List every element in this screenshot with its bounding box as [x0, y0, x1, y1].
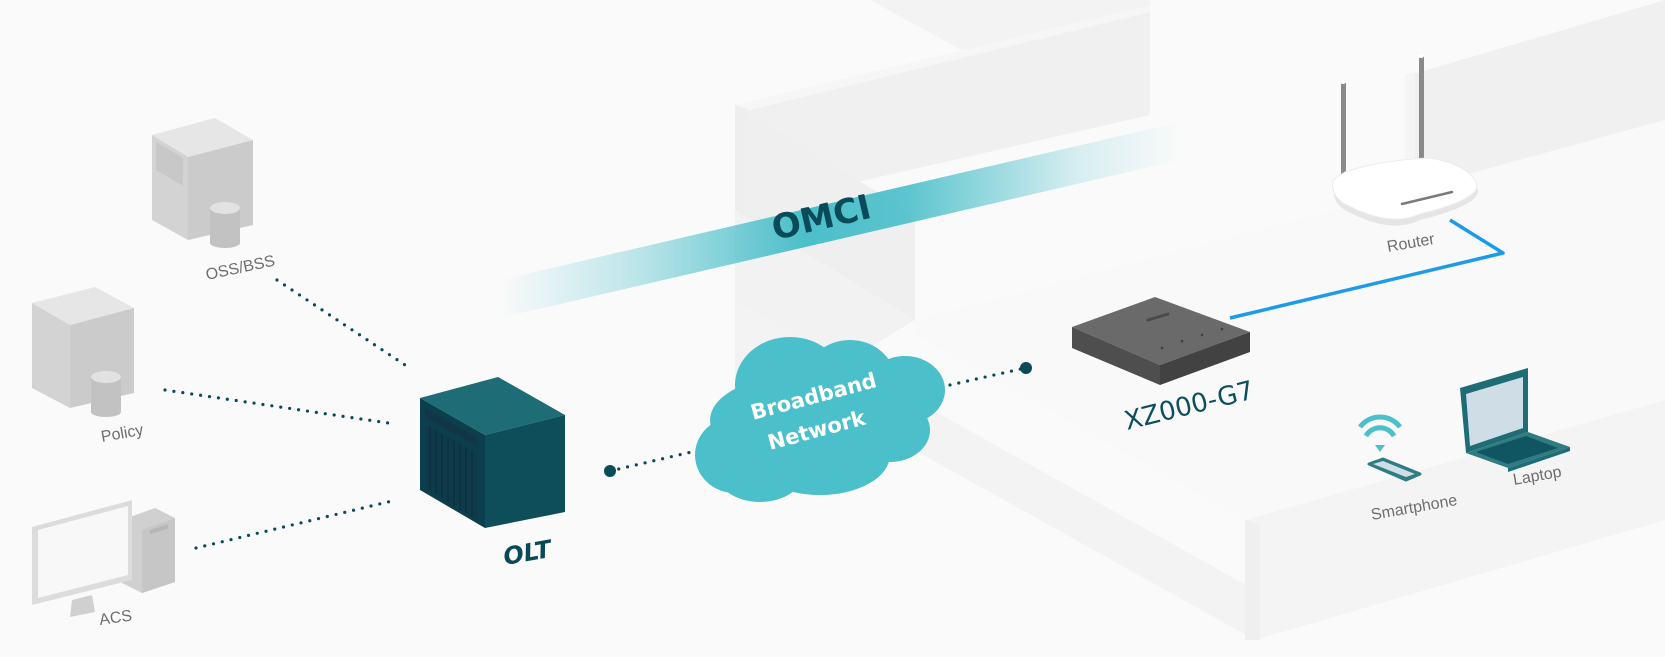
xz000-g7-gateway[interactable]: XZ000-G7 — [1072, 297, 1257, 437]
server-database-icon — [152, 118, 253, 248]
wifi-icon — [1358, 414, 1402, 452]
link-cloud-onu — [948, 366, 1027, 387]
wifi-router-icon — [1332, 54, 1479, 226]
acs-label: ACS — [98, 608, 133, 629]
link-acs-olt — [194, 499, 394, 550]
link-olt-cloud — [608, 448, 702, 473]
cloud-icon — [695, 337, 945, 502]
gateway-device-icon — [1072, 297, 1250, 385]
smartphone-icon — [1367, 457, 1422, 482]
olt-label: OLT — [501, 535, 555, 571]
link-endpoint-dot — [604, 465, 616, 477]
desktop-computer-icon — [32, 500, 175, 617]
oss-bss-label: OSS/BSS — [204, 253, 276, 284]
link-oss-olt — [275, 278, 407, 367]
link-policy-olt — [163, 388, 397, 426]
olt-chassis-icon — [420, 377, 565, 528]
policy-label: Policy — [100, 422, 145, 446]
olt-device[interactable]: OLT — [420, 377, 565, 571]
router-device[interactable]: Router — [1332, 54, 1479, 256]
broadband-network-cloud[interactable]: Broadband Network — [695, 337, 945, 502]
server-database-icon — [32, 287, 134, 417]
policy-server[interactable]: Policy — [32, 287, 145, 446]
smartphone-device[interactable]: Smartphone — [1358, 414, 1459, 524]
ethernet-cable — [1229, 218, 1505, 320]
link-endpoint-dot — [1020, 362, 1032, 374]
acs-computer[interactable]: ACS — [32, 500, 175, 629]
dotted-links — [163, 278, 1032, 550]
oss-bss-server[interactable]: OSS/BSS — [152, 118, 277, 284]
